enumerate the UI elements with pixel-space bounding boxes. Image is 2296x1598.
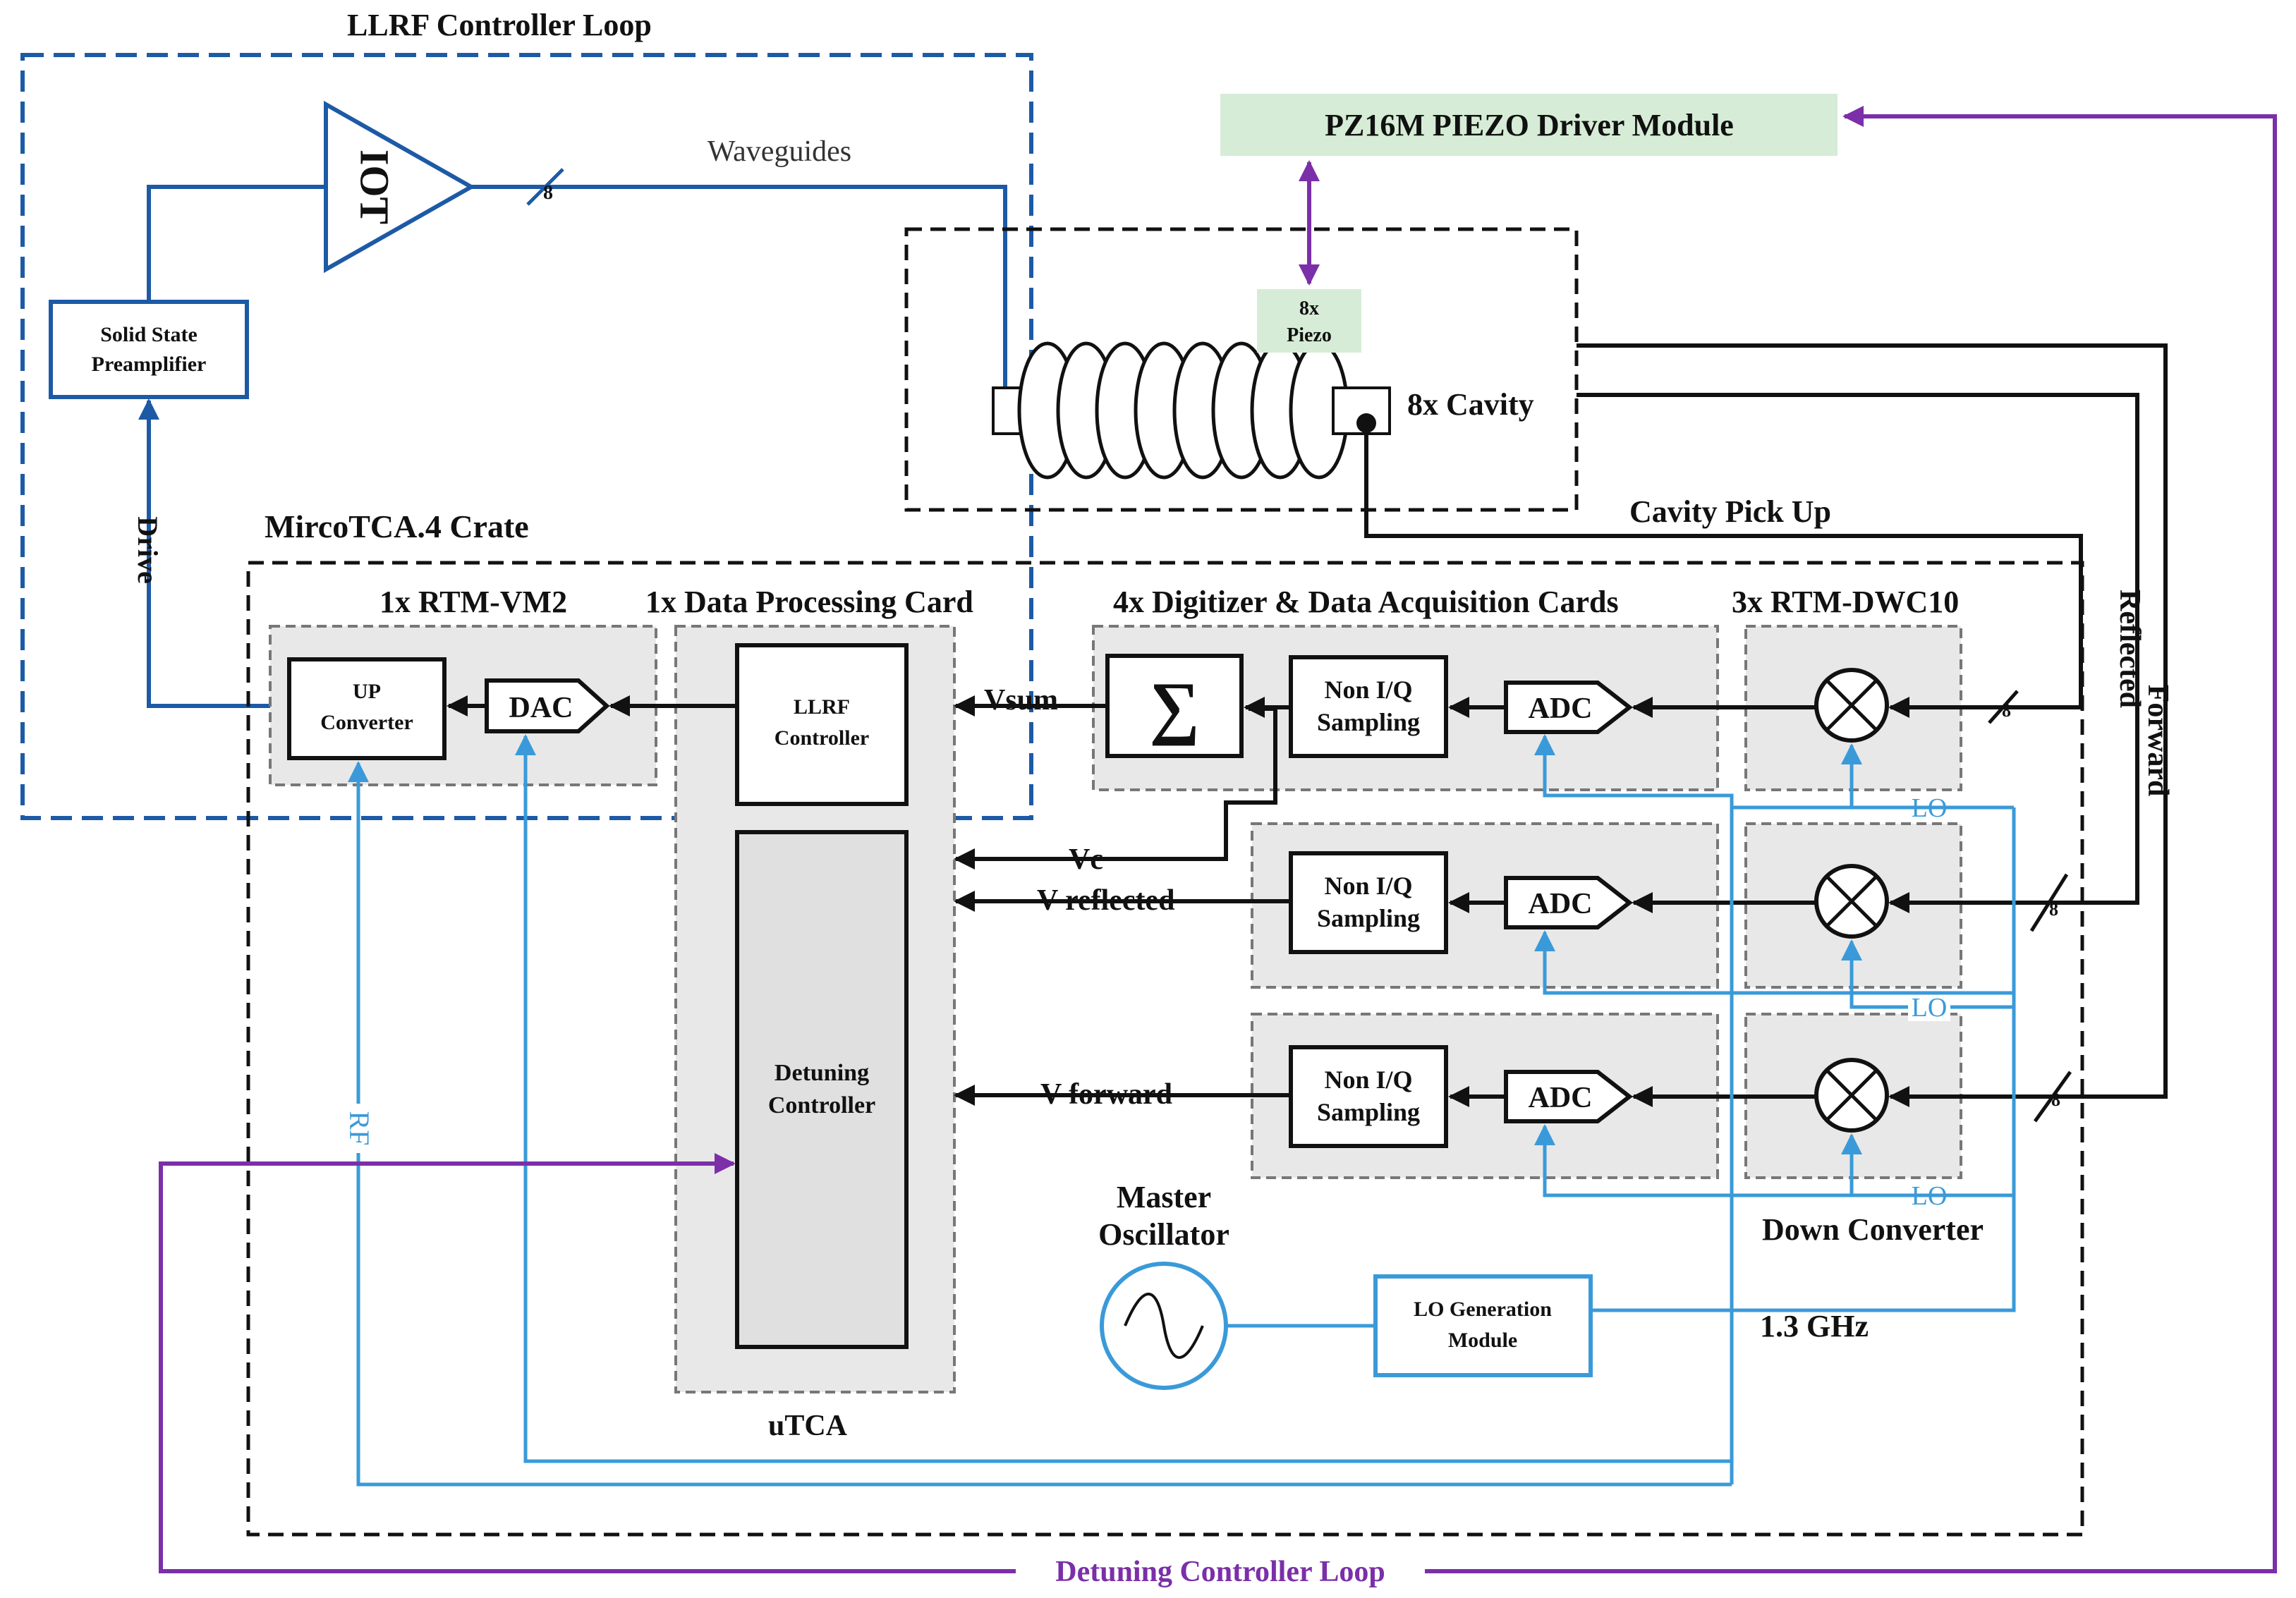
reflected-bus-slash — [2029, 873, 2069, 932]
forward-label: Forward — [2142, 685, 2174, 797]
dac-clock-feed — [515, 734, 1732, 1463]
digitizer-cards-label: 4x Digitizer & Data Acquisition Cards — [1113, 585, 1619, 619]
forward-line — [1577, 343, 2168, 1107]
cavity-pickup-label: Cavity Pick Up — [1629, 494, 1831, 529]
waveguide-line — [471, 185, 1007, 409]
master-osc-line1: Master — [1117, 1180, 1211, 1214]
lo-gen-line1: LO Generation — [1414, 1298, 1552, 1321]
llrf-controller-line2: Controller — [775, 726, 869, 750]
piezo-label-line1: 8x — [1299, 298, 1319, 319]
master-osc-line2: Oscillator — [1098, 1217, 1229, 1252]
cavity-coils — [992, 341, 1391, 480]
mixer-3 — [1814, 1058, 1889, 1133]
solid-state-preamplifier — [49, 300, 249, 399]
cavity-label: 8x Cavity — [1407, 387, 1534, 422]
lo-label-2: LO — [1912, 993, 1948, 1023]
preamp-label-line1: Solid State — [100, 323, 198, 346]
non-iq-3-line1: Non I/Q — [1324, 1066, 1412, 1094]
rf-feed-upconverter — [348, 761, 1732, 1487]
utca-label: uTCA — [768, 1410, 848, 1442]
iot-label: IOT — [352, 150, 398, 224]
adc-3-label: ADC — [1529, 1082, 1593, 1114]
dac-label: DAC — [509, 692, 573, 724]
v-forward-label: V forward — [1040, 1078, 1172, 1111]
mixer-2 — [1814, 864, 1889, 939]
waveguide-bus-count: 8 — [543, 182, 553, 204]
waveguide-bus-slash — [526, 168, 564, 206]
vc-label: Vc — [1069, 843, 1103, 876]
v-reflected-label: V reflected — [1037, 884, 1175, 917]
data-processing-card-label: 1x Data Processing Card — [645, 585, 973, 619]
reflected-bus-count: 8 — [2049, 899, 2058, 920]
piezo-driver-label: PZ16M PIEZO Driver Module — [1325, 108, 1734, 142]
detuning-controller-line1: Detuning — [775, 1060, 869, 1086]
sine-wave-icon — [1124, 1293, 1204, 1359]
detuning-controller — [735, 830, 909, 1349]
forward-bus-count: 8 — [2051, 1090, 2060, 1110]
non-iq-1-line2: Sampling — [1317, 708, 1420, 736]
llrf-loop-title: LLRF Controller Loop — [347, 8, 652, 42]
llrf-controller-line1: LLRF — [794, 695, 850, 719]
pickup-bus-slash — [1988, 690, 2019, 724]
non-iq-3-line2: Sampling — [1317, 1098, 1420, 1126]
up-converter-line2: Converter — [320, 711, 413, 734]
rtm-vm2-label: 1x RTM-VM2 — [379, 585, 567, 619]
iot-amplifier — [324, 100, 476, 274]
detuning-controller-line2: Controller — [768, 1092, 875, 1118]
vsum-label: Vsum — [984, 684, 1058, 716]
lo-gen-line2: Module — [1448, 1329, 1517, 1352]
preamp-to-iot-line — [147, 185, 326, 302]
non-iq-1-line1: Non I/Q — [1324, 676, 1412, 704]
reflected-label: Reflected — [2113, 590, 2146, 708]
adc-2-label: ADC — [1529, 888, 1593, 920]
preamp-label-line2: Preamplifier — [92, 353, 207, 376]
drive-line — [138, 398, 289, 708]
detuning-loop-title: Detuning Controller Loop — [1055, 1556, 1385, 1588]
sum-symbol: ∑ — [1149, 668, 1199, 746]
up-converter — [287, 657, 447, 760]
non-iq-sampling-1 — [1289, 655, 1448, 758]
llrf-controller — [735, 643, 909, 806]
pickup-bus-count: 8 — [2002, 700, 2011, 721]
frequency-label: 1.3 GHz — [1760, 1309, 1869, 1343]
mixer-1 — [1814, 668, 1889, 743]
down-converter-label: Down Converter — [1762, 1212, 1984, 1247]
rf-label: RF — [344, 1111, 375, 1146]
waveguides-label: Waveguides — [707, 135, 851, 168]
adc-1-label: ADC — [1529, 693, 1593, 725]
non-iq-2-line1: Non I/Q — [1324, 872, 1412, 900]
crate-label: MircoTCA.4 Crate — [265, 508, 529, 544]
non-iq-2-line2: Sampling — [1317, 904, 1420, 932]
up-converter-line1: UP — [353, 680, 381, 703]
drive-label: Drive — [132, 516, 164, 584]
non-iq-sampling-3 — [1289, 1045, 1448, 1148]
lo-generation-module — [1373, 1274, 1593, 1377]
piezo-label-line2: Piezo — [1287, 324, 1332, 346]
rtm-dwc10-label: 3x RTM-DWC10 — [1732, 585, 1959, 619]
forward-bus-slash — [2033, 1071, 2072, 1123]
dac-block — [485, 678, 610, 733]
non-iq-sampling-2 — [1289, 851, 1448, 954]
